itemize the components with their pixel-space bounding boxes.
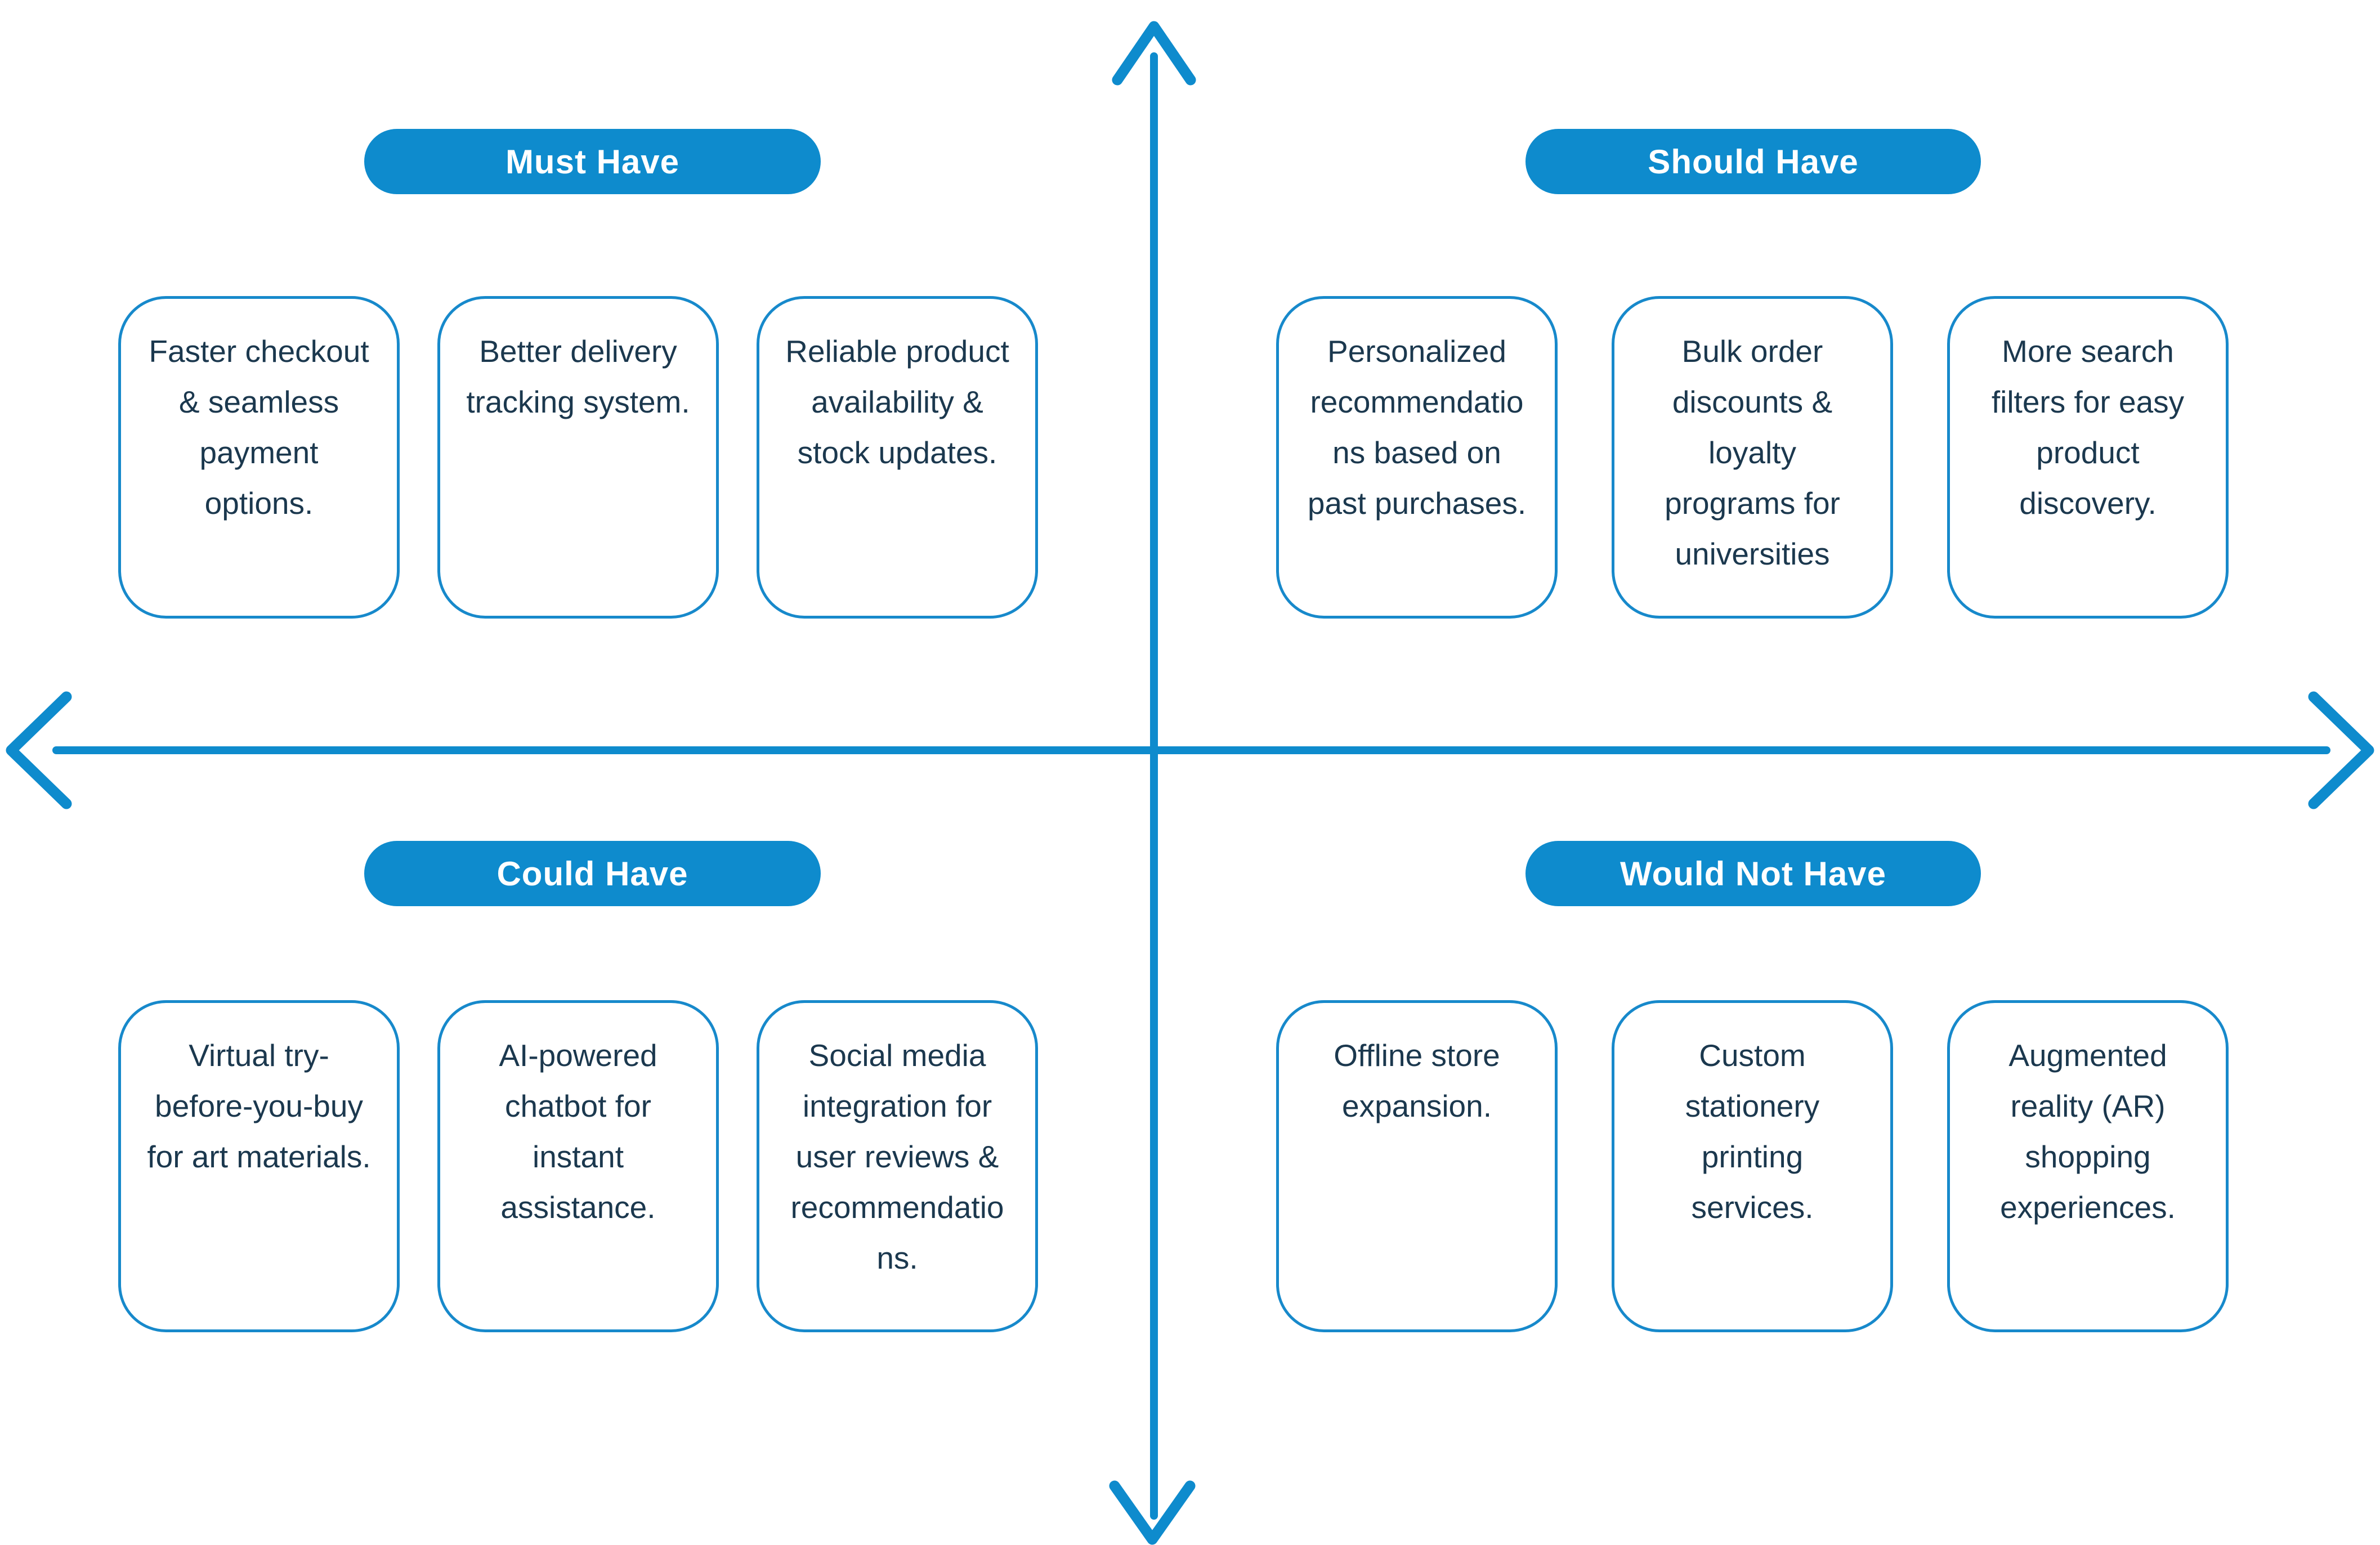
card-custom-stationery: Custom stationery printing services.	[1612, 1000, 1893, 1332]
should-have-cards: Personalized recommendations based on pa…	[1276, 296, 2229, 619]
arrow-right-icon	[2308, 691, 2374, 809]
card-virtual-try: Virtual try-before-you-buy for art mater…	[118, 1000, 400, 1332]
must-have-label-pill: Must Have	[364, 129, 821, 194]
would-not-have-label-pill: Would Not Have	[1525, 841, 1981, 906]
card-social-media: Social media integration for user review…	[757, 1000, 1038, 1332]
could-have-cards: Virtual try-before-you-buy for art mater…	[118, 1000, 1038, 1332]
could-have-label: Could Have	[496, 854, 688, 893]
card-search-filters: More search filters for easy product dis…	[1947, 296, 2229, 619]
card-delivery-tracking: Better delivery tracking system.	[437, 296, 719, 619]
should-have-label: Should Have	[1648, 142, 1859, 181]
card-ai-chatbot: AI-powered chatbot for instant assistanc…	[437, 1000, 719, 1332]
card-faster-checkout: Faster checkout & seamless payment optio…	[118, 296, 400, 619]
would-not-have-cards: Offline store expansion. Custom statione…	[1276, 1000, 2229, 1332]
card-ar-shopping: Augmented reality (AR) shopping experien…	[1947, 1000, 2229, 1332]
arrow-left-icon	[6, 691, 72, 809]
could-have-label-pill: Could Have	[364, 841, 821, 906]
card-bulk-discounts: Bulk order discounts & loyalty programs …	[1612, 296, 1893, 619]
should-have-label-pill: Should Have	[1525, 129, 1981, 194]
must-have-cards: Faster checkout & seamless payment optio…	[118, 296, 1038, 619]
would-not-have-label: Would Not Have	[1620, 854, 1886, 893]
card-product-availability: Reliable product availability & stock up…	[757, 296, 1038, 619]
must-have-label: Must Have	[505, 142, 680, 181]
card-offline-store: Offline store expansion.	[1276, 1000, 1558, 1332]
arrow-up-icon	[1112, 21, 1196, 86]
arrow-down-icon	[1109, 1480, 1196, 1545]
card-personalized-recommendations: Personalized recommendations based on pa…	[1276, 296, 1558, 619]
